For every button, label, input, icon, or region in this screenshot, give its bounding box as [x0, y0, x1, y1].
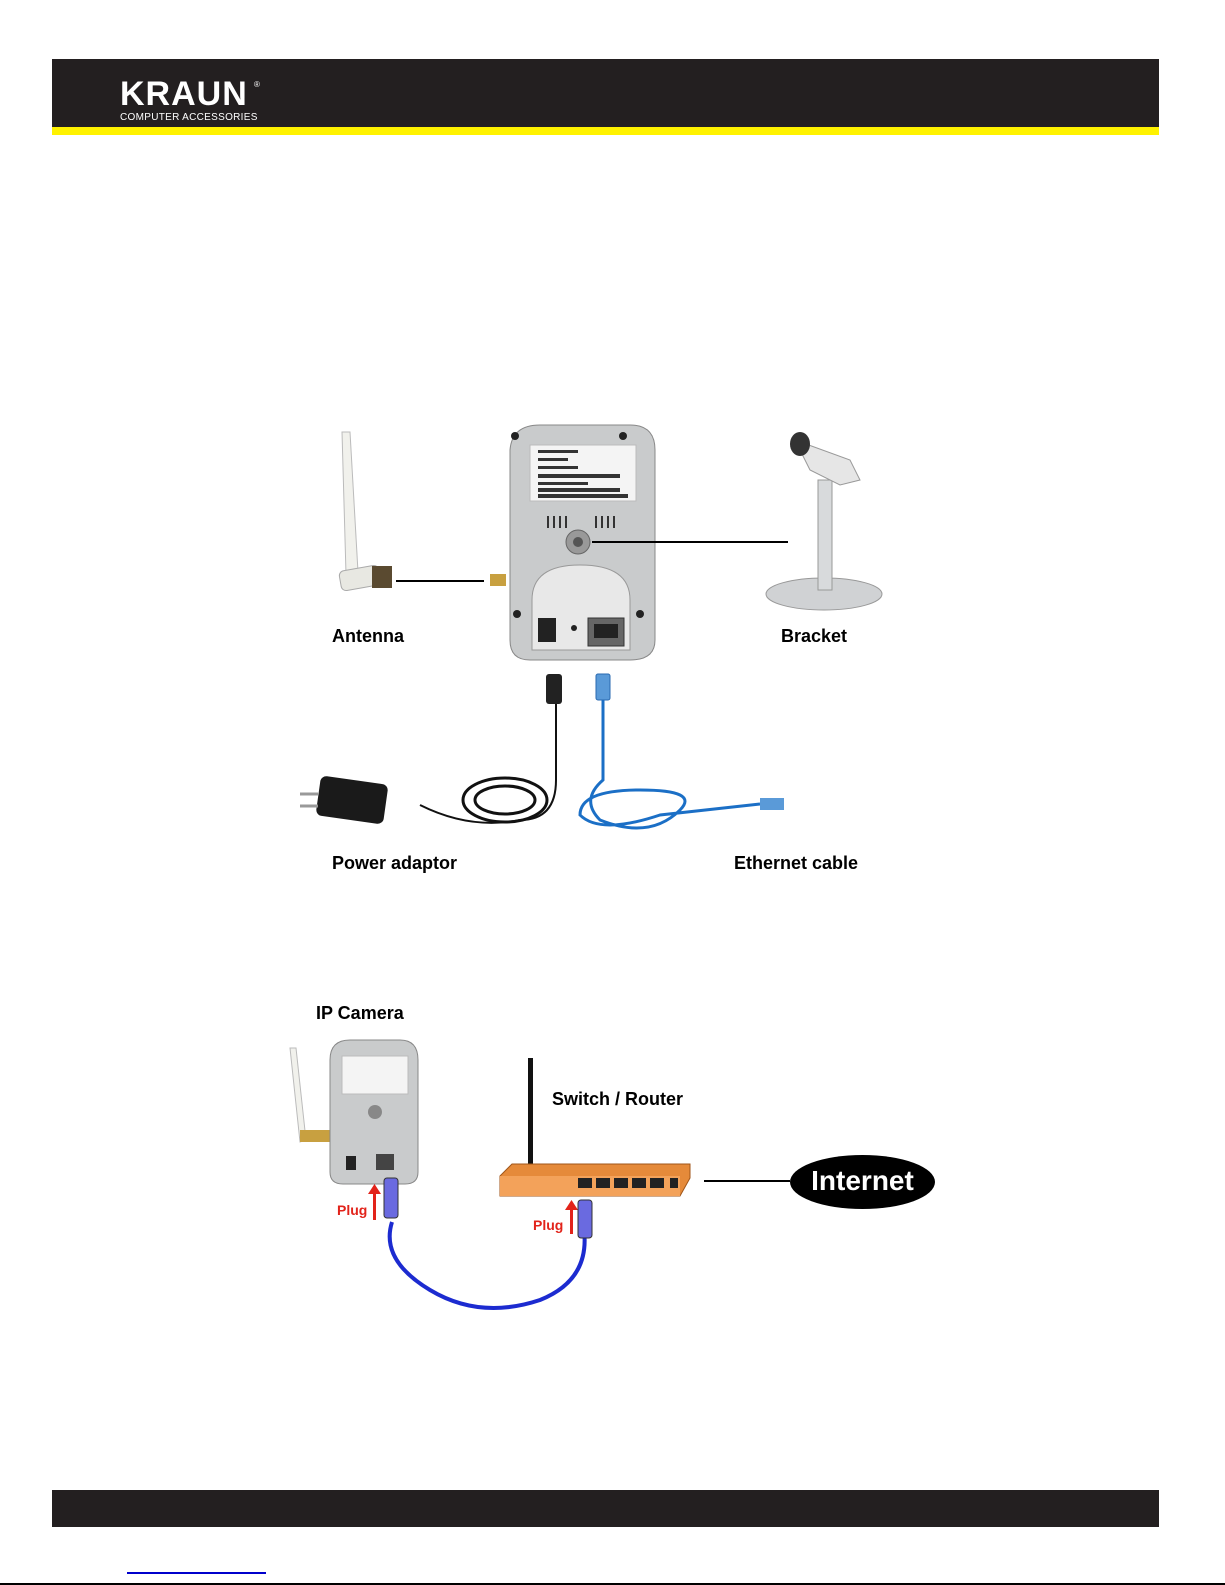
label-bracket: Bracket	[781, 626, 848, 646]
kraun-logo: KRAUN ® COMPUTER ACCESSORIES	[120, 75, 260, 123]
diagram-ip-camera-illustration	[289, 1039, 419, 1185]
label-plug-router: Plug	[533, 1217, 564, 1233]
logo-brand: KRAUN	[120, 75, 248, 113]
plug-arrow-router	[565, 1200, 578, 1234]
label-power-adaptor: Power adaptor	[332, 853, 458, 873]
power-adaptor-illustration	[300, 674, 562, 824]
internet-badge: Internet	[790, 1155, 935, 1209]
switch-router-illustration	[499, 1058, 691, 1197]
ethernet-cable-illustration	[578, 673, 784, 830]
label-ethernet-cable: Ethernet cable	[734, 853, 859, 873]
header-bar	[52, 59, 1159, 127]
footer-link-underline[interactable]	[127, 1572, 266, 1574]
footer-bar	[52, 1490, 1159, 1527]
bracket-illustration	[765, 432, 883, 611]
label-switch-router: Switch / Router	[552, 1089, 684, 1109]
label-ip-camera: IP Camera	[316, 1003, 404, 1023]
ip-camera-back-illustration	[490, 424, 656, 661]
logo-tagline: COMPUTER ACCESSORIES	[120, 112, 258, 123]
page-bottom-rule	[0, 1583, 1225, 1585]
label-antenna: Antenna	[332, 626, 404, 646]
logo-registered: ®	[254, 80, 260, 89]
header-yellow-stripe	[52, 127, 1159, 135]
label-plug-camera: Plug	[337, 1202, 368, 1218]
antenna-illustration	[338, 431, 392, 592]
patch-cable-illustration	[383, 1177, 593, 1310]
plug-arrow-camera	[368, 1184, 381, 1220]
